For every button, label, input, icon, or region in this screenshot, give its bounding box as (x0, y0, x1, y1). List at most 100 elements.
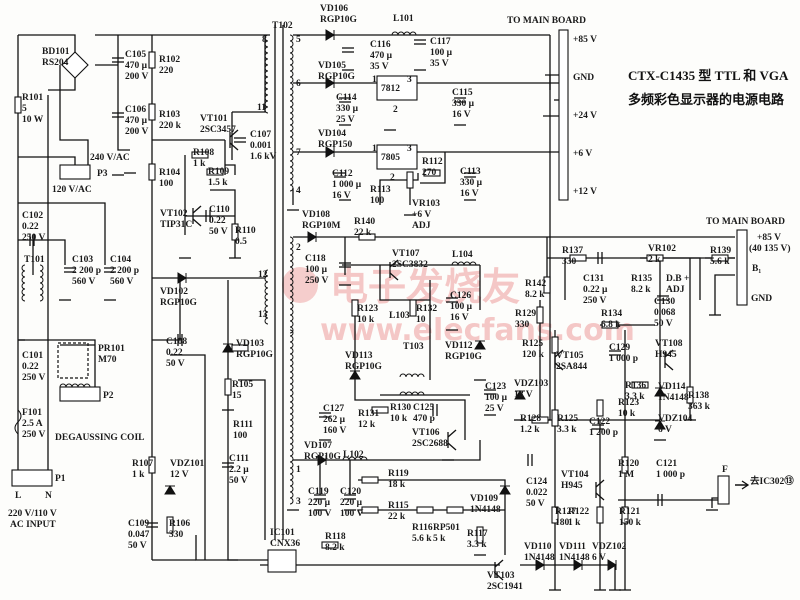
wire (354, 300, 470, 440)
pin-2: 2 (296, 243, 301, 253)
p1-connector (11, 469, 53, 487)
component-designator: VD106 (320, 4, 348, 14)
component-value: 50 V (654, 319, 673, 329)
p3-connector (59, 164, 91, 180)
component-value: 50 V (229, 476, 248, 486)
component-value: 330 (169, 530, 184, 540)
component-value: 270 (422, 168, 437, 178)
component-designator: C131 (583, 274, 604, 284)
component-value: RGP10M (302, 221, 341, 231)
component-designator: R107 (132, 459, 153, 469)
connector2-block (736, 229, 748, 306)
component-value: RS204 (42, 58, 69, 68)
component-designator: C109 (128, 519, 149, 529)
component-value: RGP10G (318, 72, 356, 82)
component-value: ADJ (666, 285, 685, 295)
resistor-icon (476, 526, 484, 544)
resistor-icon (551, 409, 559, 427)
component-value: 100 μ (485, 393, 508, 403)
component-value: 250 V (22, 233, 45, 243)
component-value: 100 (233, 431, 248, 441)
resistor-icon (206, 168, 224, 176)
f-connector-block (717, 475, 730, 505)
component-designator: R106 (169, 519, 190, 529)
wire (224, 140, 236, 175)
component-value: 1.6 kV (250, 152, 277, 162)
component-value: 1.5 k (208, 178, 228, 188)
component-value: 1 200 p (589, 428, 618, 438)
component-value: 16 V (450, 313, 469, 323)
component-value: 0.22 (209, 216, 226, 226)
component-designator: C122 (589, 417, 610, 427)
regulator-7805-block (376, 144, 418, 170)
diode-icon (325, 29, 335, 41)
component-value: 8.2 k (525, 290, 545, 300)
component-value: 3.3 k (625, 392, 645, 402)
resistor-icon (148, 163, 156, 181)
component-designator: C121 (656, 459, 677, 469)
component-designator: 7805 (381, 153, 400, 163)
component-value: 200 V (125, 127, 148, 137)
component-value: 330 μ (460, 178, 483, 188)
wires (17, 25, 748, 590)
connector2-range: (40 135 V) (749, 243, 791, 254)
component-value: 220 μ (308, 498, 331, 508)
connector2-pin-85v: +85 V (757, 233, 781, 243)
component-value: 100 V (340, 509, 363, 519)
component-designator: R121 (619, 507, 640, 517)
fuse-icon (14, 409, 22, 435)
component-designator: L104 (452, 250, 473, 260)
inductor-l102-icon (342, 456, 368, 461)
component-value: 1 k (132, 470, 145, 480)
transistor-icon (595, 479, 605, 488)
component-value: +6 V (412, 210, 431, 220)
diode-icon (177, 272, 187, 284)
component-designator: C118 (305, 254, 326, 264)
diode-icon (573, 559, 583, 571)
label-240vac: 240 V/AC (90, 153, 130, 163)
component-designator: R111 (233, 420, 253, 430)
component-designator: C129 (609, 343, 630, 353)
component-value: 16 V (332, 191, 351, 201)
component-designator: VD111 (559, 542, 586, 552)
component-designator: VT103 (487, 571, 515, 581)
label-u7805: 7805 (381, 153, 400, 163)
component-designator: R132 (416, 304, 437, 314)
component-designator: VR102 (648, 244, 676, 254)
component-designator: R134 (601, 309, 622, 319)
label-ac-input: AC INPUT (10, 520, 56, 530)
component-value: 6.8 k (601, 320, 621, 330)
component-value: 363 k (688, 402, 711, 412)
component-value: 150 k (619, 518, 642, 528)
component-value: 0.047 (128, 530, 150, 540)
transformer-pin-numbers: 8 11 5 6 7 4 2 12 13 1 3 1 2 3 1 2 3 (257, 35, 412, 507)
component-designator: R125 (557, 414, 578, 424)
component-designator: IC101 (270, 528, 295, 538)
component-value: 250 V (583, 296, 606, 306)
component-designator: R119 (388, 469, 409, 479)
pin-8: 8 (262, 35, 267, 45)
transistor-icon (447, 429, 457, 438)
component-value: 10 k (618, 409, 636, 419)
